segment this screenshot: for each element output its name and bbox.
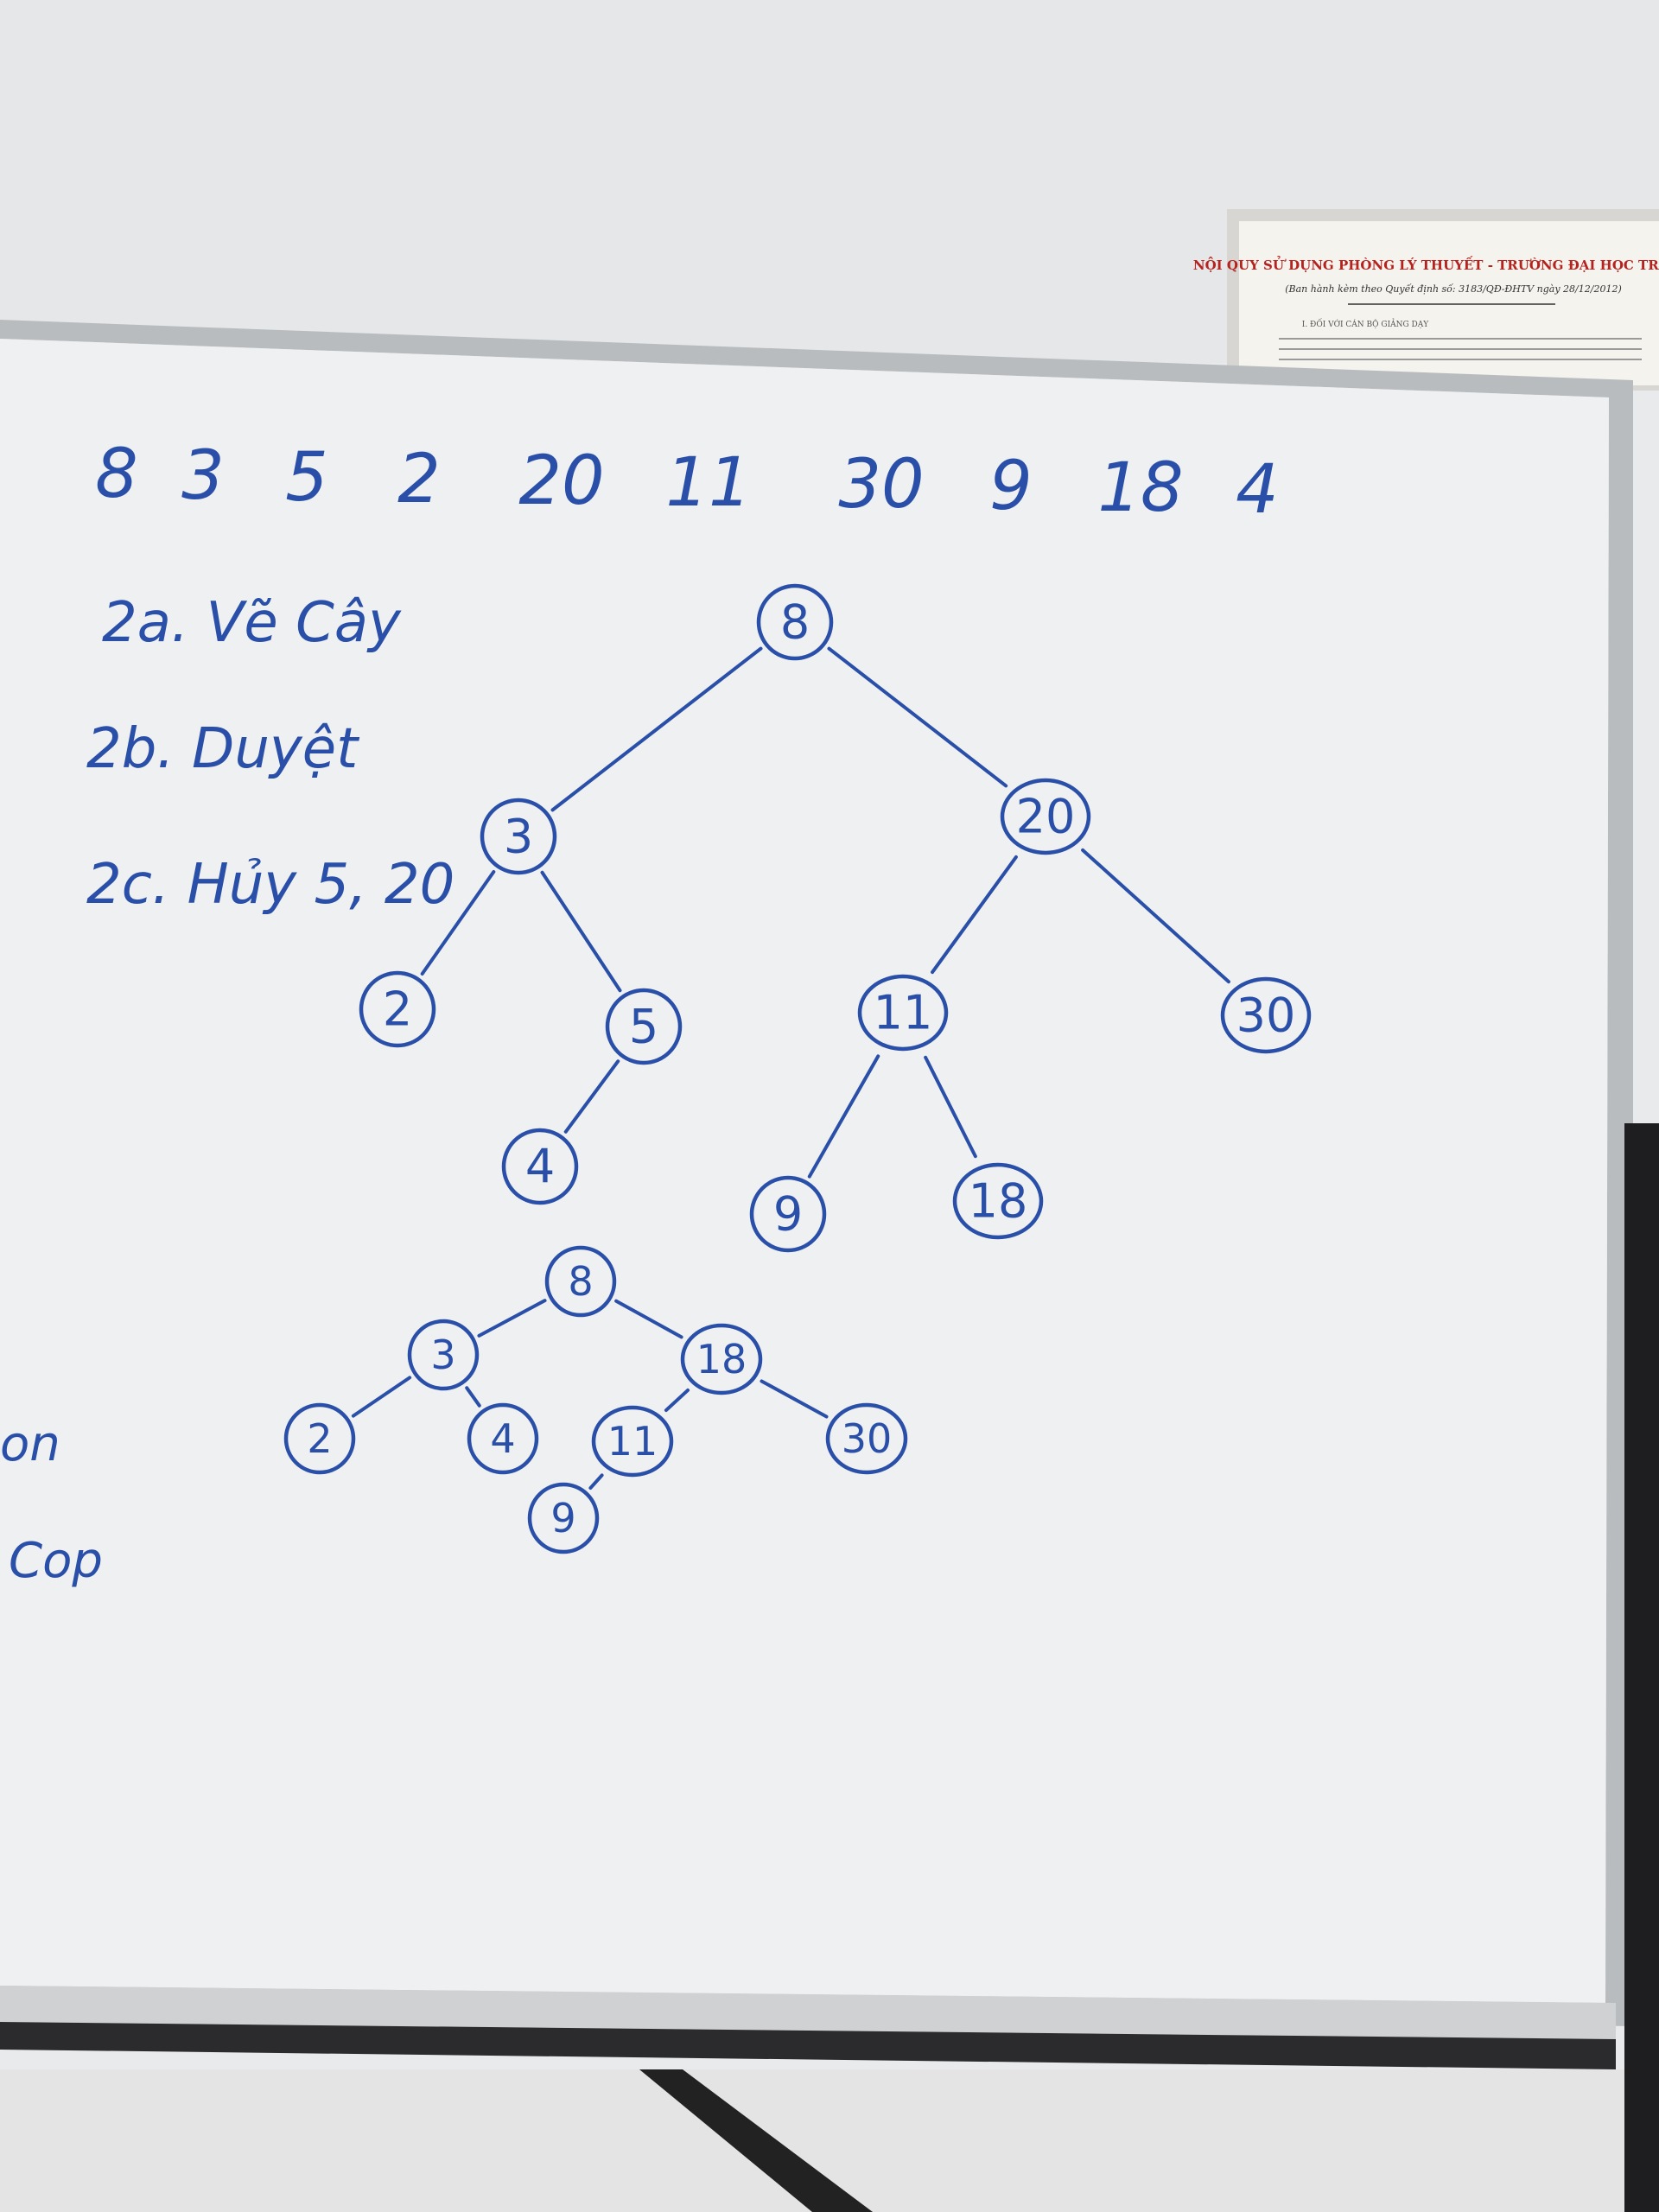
tree-edge (588, 1473, 604, 1491)
tree-node: 30 (825, 1402, 908, 1475)
node-label: 9 (550, 1495, 575, 1541)
node-label: 8 (568, 1258, 593, 1305)
poster-subtitle: (Ban hành kèm theo Quyết định số: 3183/Q… (1285, 283, 1622, 295)
tree-node: 4 (501, 1128, 579, 1205)
node-label: 2 (383, 982, 412, 1037)
node-circle (1000, 778, 1091, 855)
sequence-number: 11 (665, 444, 751, 522)
task-label: 2b. Duyệt (86, 717, 360, 781)
tree-node: 9 (527, 1482, 600, 1554)
node-label: 30 (1236, 988, 1296, 1043)
node-circle (825, 1402, 908, 1475)
tree-node: 30 (1220, 976, 1312, 1054)
node-label: 18 (696, 1336, 747, 1382)
sequence-number: 20 (518, 442, 604, 520)
node-circle (407, 1319, 480, 1391)
sequence-number: 8 (95, 435, 138, 513)
rules-poster: NỘI QUY SỬ DỤNG PHÒNG LÝ THUYẾT - TRƯỜNG… (1193, 209, 1659, 391)
tree-edge (760, 1379, 829, 1419)
node-circle (501, 1128, 579, 1205)
task-label: 2c. Hủy 5, 20 (86, 853, 454, 917)
sequence-number: 18 (1097, 449, 1183, 527)
node-circle (756, 583, 834, 661)
node-label: 5 (629, 1000, 658, 1054)
side-note: on (0, 1416, 60, 1472)
tree-node: 2 (359, 970, 436, 1048)
sequence-number: 5 (285, 439, 328, 517)
tree-node: 2 (283, 1402, 356, 1475)
tree-node: 18 (952, 1162, 1044, 1240)
node-circle (544, 1245, 617, 1318)
node-label: 9 (773, 1187, 803, 1242)
node-circle (480, 798, 557, 875)
tree-edge (807, 1054, 880, 1179)
node-circle (527, 1482, 600, 1554)
tree-edge (924, 1055, 977, 1159)
tree-edge (351, 1376, 412, 1418)
tree-edge (420, 869, 496, 976)
sequence-number: 3 (181, 437, 225, 515)
sequence-number: 9 (989, 448, 1033, 525)
sequence-number: 30 (838, 446, 924, 524)
tree-node: 3 (480, 798, 557, 875)
node-label: 4 (490, 1415, 515, 1462)
node-circle (283, 1402, 356, 1475)
node-label: 11 (874, 986, 933, 1040)
tree-edge (540, 870, 622, 993)
node-label: 3 (504, 810, 533, 864)
poster-section: I. ĐỐI VỚI CÁN BỘ GIẢNG DẠY (1302, 318, 1429, 329)
tree-node: 4 (467, 1402, 539, 1475)
node-label: 8 (780, 595, 810, 650)
node-label: 11 (607, 1418, 658, 1465)
tree-node: 11 (857, 974, 949, 1052)
node-label: 30 (842, 1415, 893, 1462)
task-list: 2a. Vẽ Cây 2b. Duyệt 2c. Hủy 5, 20 (86, 591, 454, 917)
tree-node: 5 (605, 988, 683, 1065)
tree-node: 3 (407, 1319, 480, 1391)
node-label: 2 (307, 1415, 332, 1462)
sequence-number: 2 (397, 441, 441, 518)
tree-edge (827, 646, 1008, 788)
tree-edge (465, 1386, 481, 1408)
node-label: 20 (1016, 790, 1076, 844)
bst-after-delete-diagram: 8 3 18 2 4 11 30 9 (283, 1245, 908, 1554)
poster-title: NỘI QUY SỬ DỤNG PHÒNG LÝ THUYẾT - TRƯỜNG… (1193, 256, 1659, 273)
tree-node: 9 (749, 1175, 827, 1253)
tree-node: 8 (756, 583, 834, 661)
side-notes: on Cop (0, 1416, 103, 1589)
node-circle (605, 988, 683, 1065)
tree-edge (550, 646, 763, 812)
tree-edge (563, 1059, 620, 1134)
node-label: 3 (430, 1332, 455, 1378)
sequence-number: 4 (1236, 451, 1279, 529)
node-circle (680, 1323, 763, 1395)
node-circle (857, 974, 949, 1052)
node-circle (359, 970, 436, 1048)
side-note: Cop (9, 1533, 103, 1589)
node-circle (952, 1162, 1044, 1240)
node-label: 4 (525, 1140, 555, 1194)
node-circle (1220, 976, 1312, 1054)
node-circle (591, 1405, 674, 1478)
lower-wall (0, 1123, 1659, 2212)
tree-edge (664, 1388, 690, 1413)
tree-edge (931, 855, 1018, 975)
tree-node: 8 (544, 1245, 617, 1318)
node-circle (749, 1175, 827, 1253)
node-circle (467, 1402, 539, 1475)
tree-node: 20 (1000, 778, 1091, 855)
whiteboard (0, 320, 1633, 2069)
tree-edge (1081, 848, 1230, 984)
tree-node: 11 (591, 1405, 674, 1478)
task-label: 2a. Vẽ Cây (102, 591, 402, 655)
node-label: 18 (969, 1174, 1028, 1229)
tree-edge (614, 1299, 683, 1339)
tree-edge (477, 1299, 547, 1338)
tree-node: 18 (680, 1323, 763, 1395)
